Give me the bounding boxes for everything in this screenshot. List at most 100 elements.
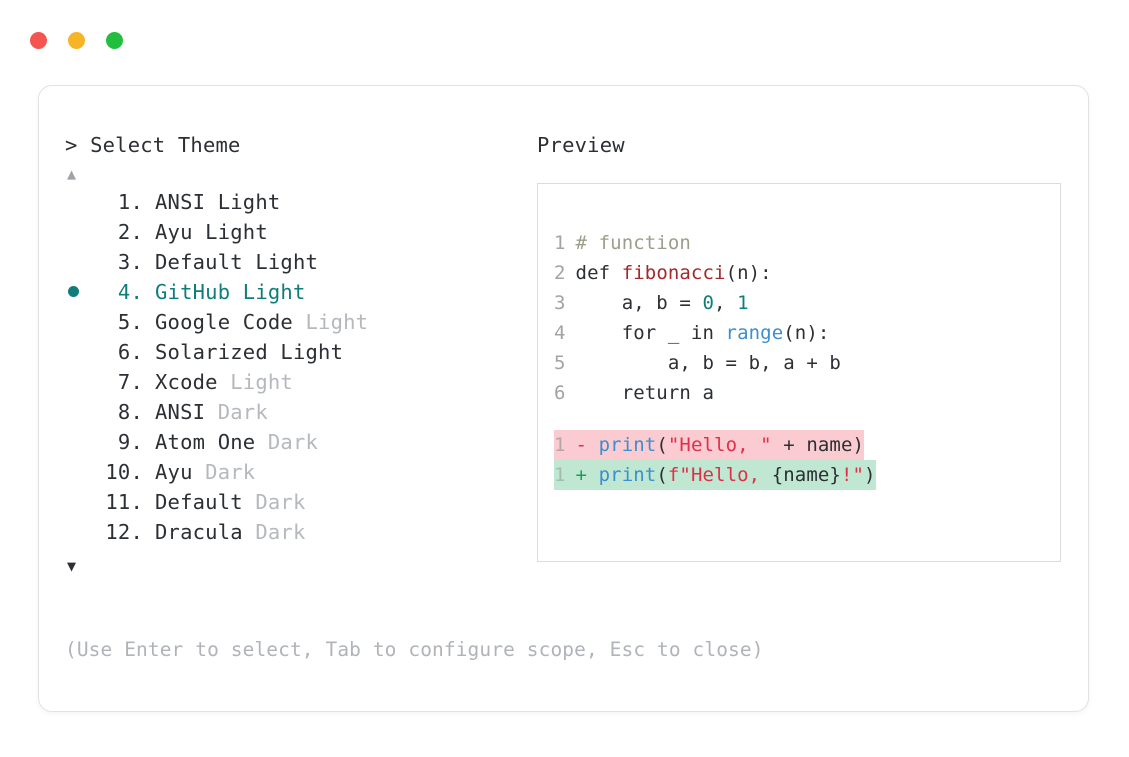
code-token-num: 1 bbox=[737, 292, 749, 314]
code-line: 5 a, b = b, a + b bbox=[554, 348, 1054, 378]
theme-item-name: Dracula bbox=[155, 520, 243, 544]
theme-item-variant: Dark bbox=[242, 520, 306, 544]
code-token-builtin: print bbox=[598, 464, 657, 486]
code-token-str: f"Hello, bbox=[667, 464, 772, 486]
theme-item-variant: Dark bbox=[242, 490, 306, 514]
theme-list-item[interactable]: 12. Dracula Dark bbox=[65, 520, 525, 550]
code-token-str: !" bbox=[840, 464, 865, 486]
theme-item-name: Ayu Light bbox=[155, 220, 268, 244]
line-number: 1 bbox=[554, 434, 566, 456]
theme-item-variant: Light bbox=[292, 310, 369, 334]
theme-item-number: 11. bbox=[105, 490, 143, 514]
theme-item-name: Google Code bbox=[155, 310, 293, 334]
theme-list-item[interactable]: 11. Default Dark bbox=[65, 490, 525, 520]
code-token-plain: , bbox=[714, 292, 738, 314]
theme-item-number: 7. bbox=[105, 370, 143, 394]
minimize-dot[interactable] bbox=[68, 32, 85, 49]
theme-item-number: 9. bbox=[105, 430, 143, 454]
code-line: 6 return a bbox=[554, 378, 1054, 408]
theme-item-name: Default Light bbox=[155, 250, 319, 274]
line-number: 2 bbox=[554, 262, 566, 284]
scroll-down-arrow-icon[interactable]: ▼ bbox=[67, 557, 77, 575]
theme-list-item[interactable]: 7. Xcode Light bbox=[65, 370, 525, 400]
page-title: > Select Theme bbox=[65, 133, 241, 157]
theme-item-number: 5. bbox=[105, 310, 143, 334]
theme-item-number: 1. bbox=[105, 190, 143, 214]
code-token-kw: def bbox=[564, 262, 622, 284]
theme-item-name: ANSI Light bbox=[155, 190, 281, 214]
theme-list-item[interactable]: 9.Atom One Dark bbox=[65, 430, 525, 460]
theme-list: 1. ANSI Light 2. Ayu Light 3. Default Light… bbox=[65, 190, 525, 550]
theme-list-item[interactable]: 3. Default Light bbox=[65, 250, 525, 280]
code-token-plain: (n): bbox=[725, 262, 772, 284]
theme-item-variant: Dark bbox=[255, 430, 319, 454]
theme-list-item[interactable]: 5. Google Code Light bbox=[65, 310, 525, 340]
theme-item-number: 8. bbox=[105, 400, 143, 424]
theme-item-name: Ayu bbox=[155, 460, 193, 484]
theme-item-number: 4. bbox=[105, 280, 143, 304]
code-token-comment: # function bbox=[564, 232, 691, 254]
theme-list-item[interactable]: 1. ANSI Light bbox=[65, 190, 525, 220]
theme-list-item[interactable]: 2. Ayu Light bbox=[65, 220, 525, 250]
preview-label: Preview bbox=[537, 133, 625, 157]
window-controls bbox=[30, 32, 123, 49]
code-token-plain: return a bbox=[564, 382, 715, 404]
theme-item-name: Default bbox=[155, 490, 243, 514]
line-number: 1 bbox=[554, 464, 566, 486]
code-token-str: "Hello, " bbox=[667, 434, 772, 456]
theme-list-item[interactable]: 4. GitHub Light bbox=[65, 280, 525, 310]
theme-list-item[interactable]: 6. Solarized Light bbox=[65, 340, 525, 370]
code-token-plain: (n): bbox=[783, 322, 830, 344]
theme-item-variant: Dark bbox=[205, 400, 268, 424]
code-token-fn: fibonacci bbox=[621, 262, 726, 284]
line-number: 3 bbox=[554, 292, 566, 314]
code-line: 4 for _ in range(n): bbox=[554, 318, 1054, 348]
code-token-builtin: print bbox=[598, 434, 657, 456]
diff-removed-line: 1 - print("Hello, " + name) bbox=[554, 430, 865, 460]
line-number: 1 bbox=[554, 232, 566, 254]
theme-list-item[interactable]: 8. ANSI Dark bbox=[65, 400, 525, 430]
code-token-num: 0 bbox=[702, 292, 715, 314]
theme-item-name: Xcode bbox=[155, 370, 218, 394]
theme-item-number: 10. bbox=[105, 460, 143, 484]
theme-select-pane: > Select Theme ▲ 1. ANSI Light 2. Ayu Ligh… bbox=[65, 133, 525, 578]
theme-item-variant: Light bbox=[217, 370, 293, 394]
code-token-plain: ) bbox=[864, 464, 876, 486]
close-dot[interactable] bbox=[30, 32, 47, 49]
code-token-plain: a, b = b, a + b bbox=[564, 352, 841, 374]
diff-added-line: 1 + print(f"Hello, {name}!") bbox=[554, 460, 876, 490]
code-line: 2 def fibonacci(n): bbox=[554, 258, 1054, 288]
code-token-builtin: range bbox=[725, 322, 784, 344]
code-token-plain: ( bbox=[656, 464, 668, 486]
theme-item-name: GitHub Light bbox=[155, 280, 306, 304]
diff-minus-icon: - bbox=[564, 434, 599, 456]
code-token-plain: ( bbox=[656, 434, 668, 456]
theme-item-number: 3. bbox=[105, 250, 143, 274]
code-token-plain: a, b = bbox=[564, 292, 703, 314]
line-number: 4 bbox=[554, 322, 566, 344]
theme-item-number: 6. bbox=[105, 340, 143, 364]
theme-item-name: ANSI bbox=[155, 400, 206, 424]
diff-plus-icon: + bbox=[564, 464, 599, 486]
code-token-plain: + name) bbox=[771, 434, 865, 456]
code-token-plain: {name} bbox=[771, 464, 841, 486]
code-line: 1 # function bbox=[554, 228, 1054, 258]
line-number: 5 bbox=[554, 352, 566, 374]
theme-item-number: 2. bbox=[105, 220, 143, 244]
theme-item-variant: Dark bbox=[192, 460, 256, 484]
diff-row: 1 + print(f"Hello, {name}!") bbox=[554, 460, 1054, 490]
theme-list-item[interactable]: 10. Ayu Dark bbox=[65, 460, 525, 490]
scroll-up-arrow-icon[interactable]: ▲ bbox=[67, 165, 77, 183]
code-line: 3 a, b = 0, 1 bbox=[554, 288, 1054, 318]
diff-lines: 1 - print("Hello, " + name)1 + print(f"H… bbox=[554, 430, 1054, 490]
keyboard-hint: (Use Enter to select, Tab to configure s… bbox=[65, 638, 764, 661]
maximize-dot[interactable] bbox=[106, 32, 123, 49]
code-token-plain: for _ in bbox=[564, 322, 726, 344]
line-number: 6 bbox=[554, 382, 566, 404]
selected-bullet-icon bbox=[65, 284, 95, 304]
theme-item-number: 12. bbox=[105, 520, 143, 544]
theme-item-name: Solarized Light bbox=[155, 340, 344, 364]
